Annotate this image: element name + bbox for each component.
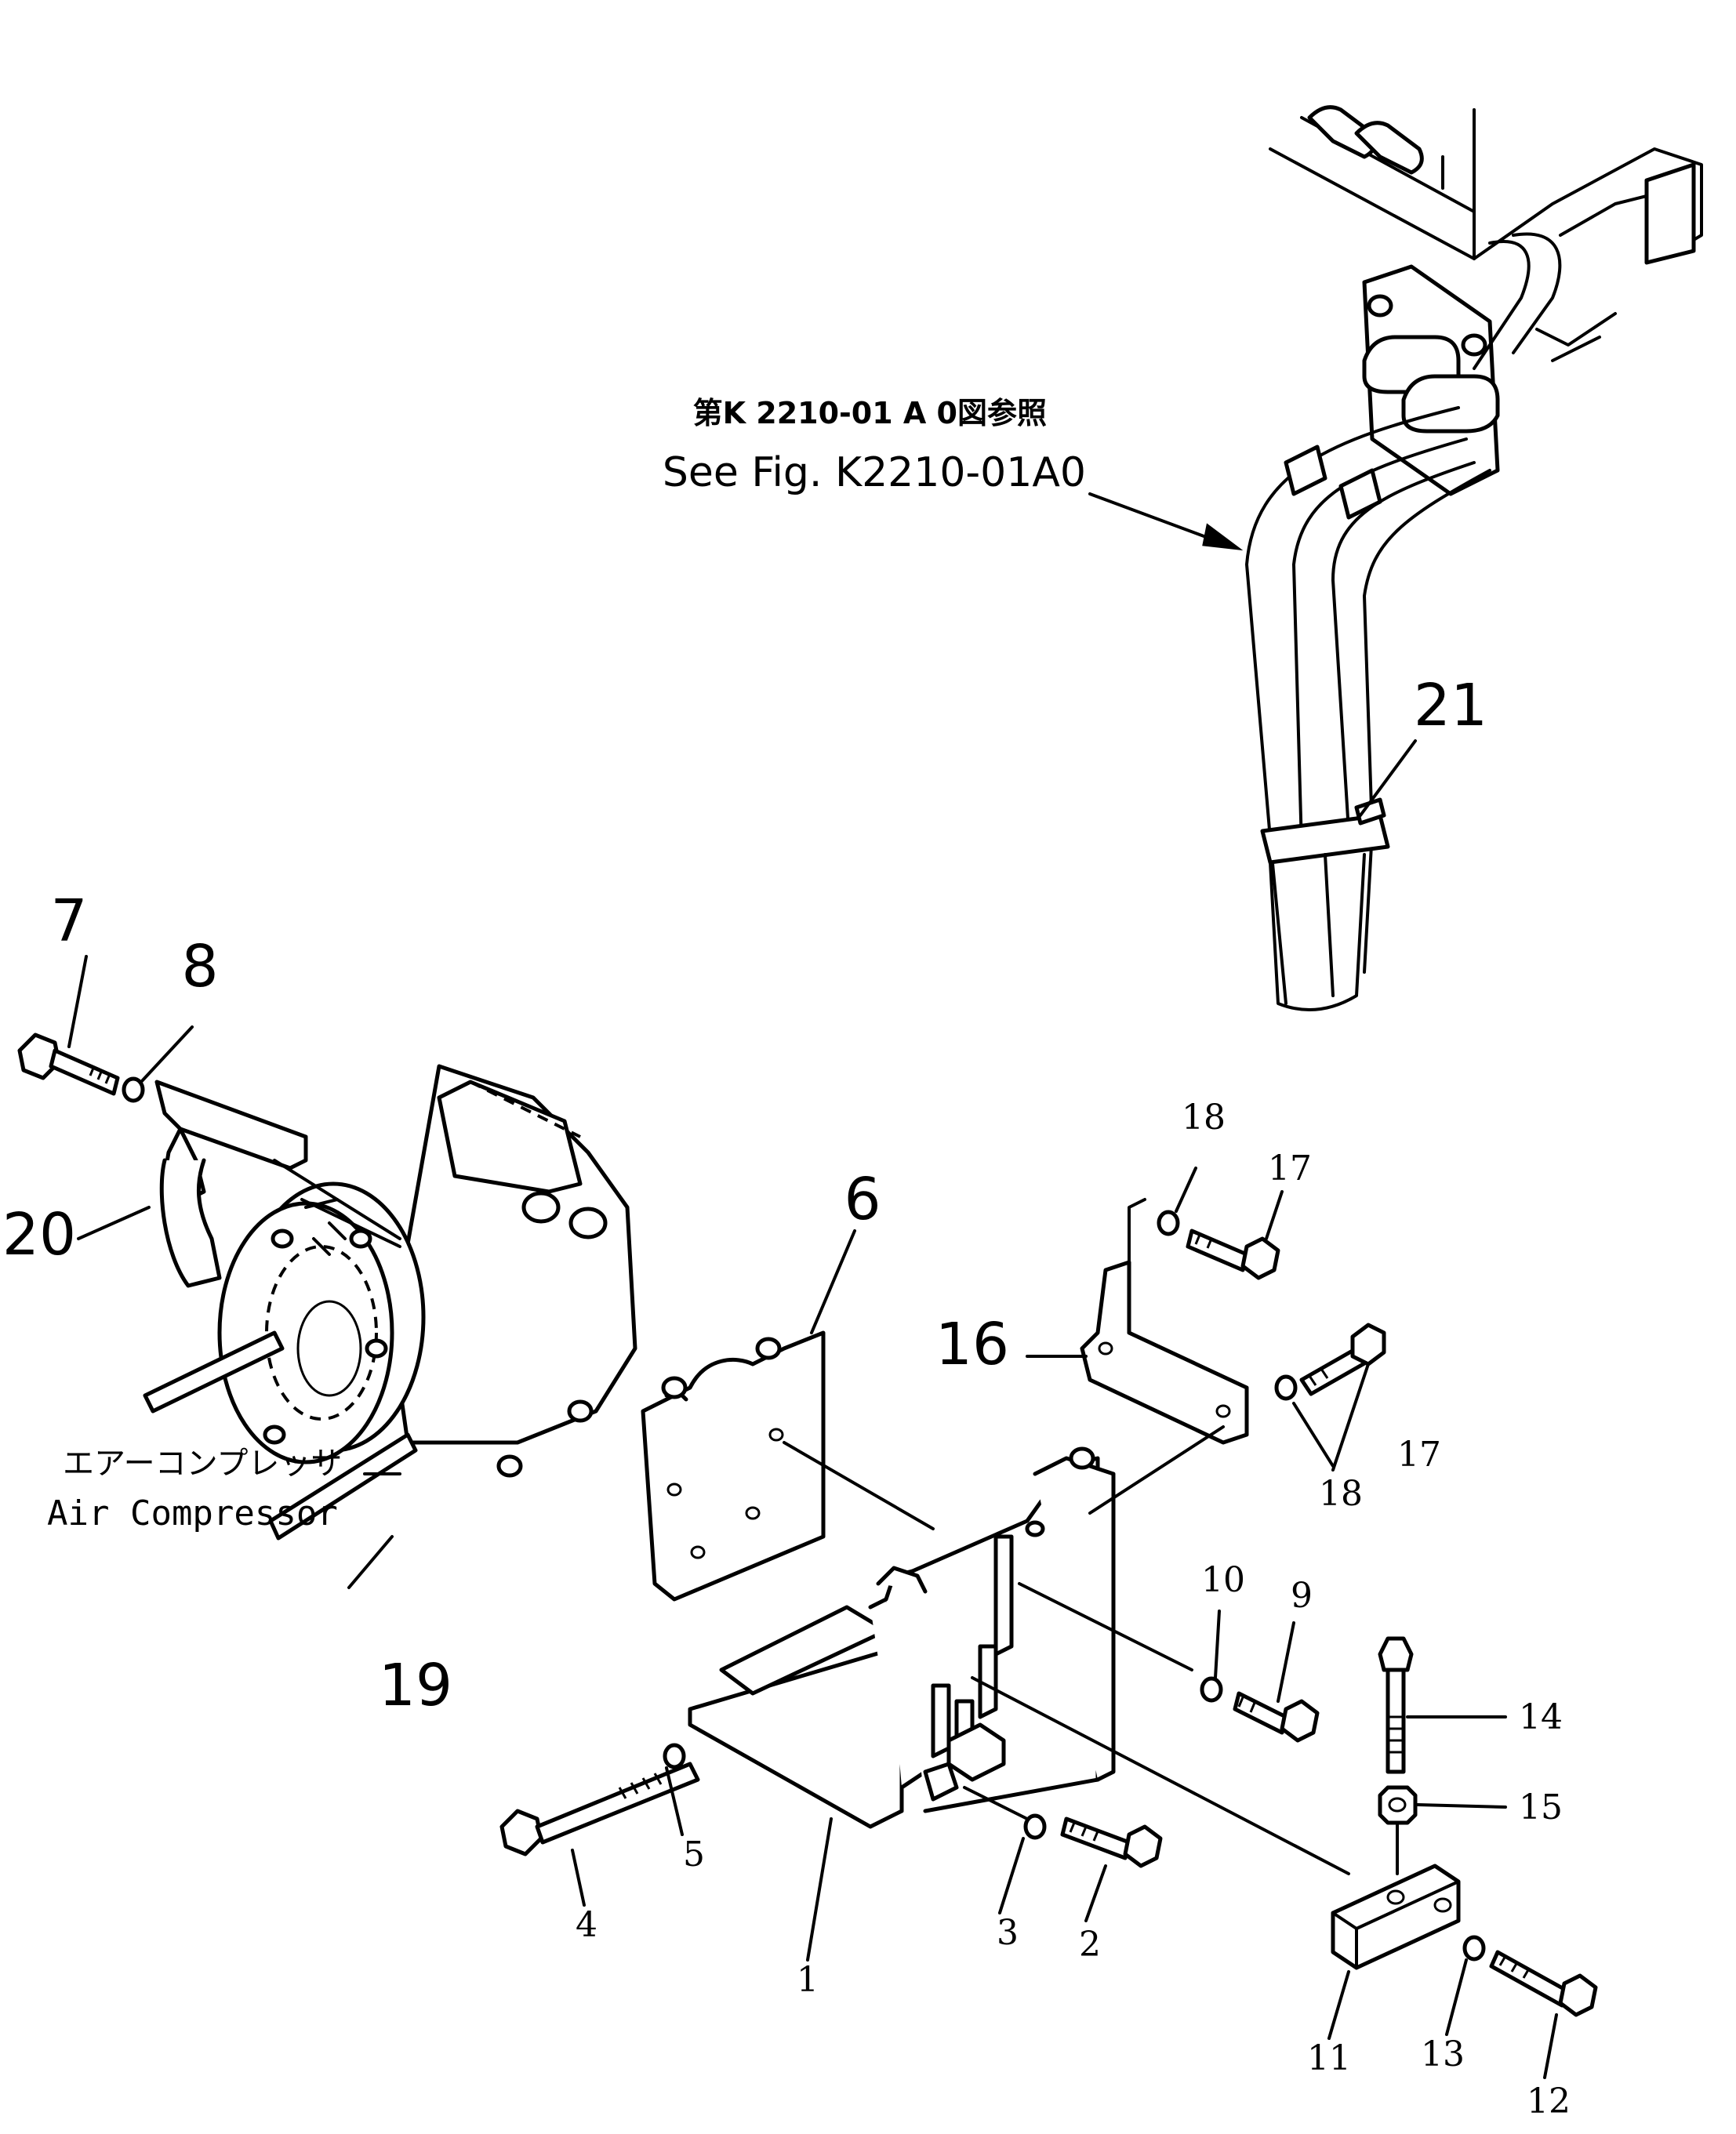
v-belt [143,1198,418,1541]
callout-14: 14 [1519,1697,1563,1737]
callout-7: 7 [50,887,87,955]
washer-10 [1200,1676,1223,1703]
stay-16 [1080,1198,1249,1515]
bolt-17-lower [1299,1323,1386,1396]
washer-8 [122,1076,145,1103]
component-label-en: Air Compressor [47,1493,338,1533]
bolt-2 [1060,1816,1163,1868]
washer-13 [1462,1935,1486,1962]
callout-19: 19 [379,1652,452,1719]
callout-13: 13 [1421,2034,1465,2074]
callout-11: 11 [1307,2038,1351,2078]
bolt-4 [499,1762,700,1856]
reference-jp: 第K 2210-01 A 0図参照 [693,396,1047,430]
air-compressor [217,1064,637,1478]
bolt-12 [1489,1950,1598,2017]
bracket-20 [154,1080,401,1288]
callout-10: 10 [1201,1560,1245,1600]
bolt-17-upper [1186,1229,1280,1280]
hose-bundle [1245,232,1617,1011]
callout-9: 9 [1291,1576,1313,1616]
hose-flange [1362,264,1500,496]
reference-arrow [1088,492,1244,551]
washer-3 [1023,1813,1047,1840]
washer-18-upper [1157,1210,1180,1236]
washer-5 [663,1743,686,1769]
callout-5: 5 [683,1835,705,1875]
callout-21: 21 [1414,672,1487,739]
bolt-7 [17,1033,120,1096]
bracket-1 [688,1446,1350,1875]
callout-1: 1 [797,1960,819,2000]
reference-en: See Fig. K2210-01A0 [663,449,1086,496]
callout-16: 16 [935,1311,1009,1378]
body-assembly [1269,105,1703,265]
callout-2: 2 [1079,1925,1101,1965]
callout-17-upper: 17 [1268,1149,1312,1189]
component-label-jp: エアーコンプレッサ [63,1446,342,1482]
bolt-9 [1233,1691,1320,1743]
callout-8: 8 [181,933,218,1000]
callout-15: 15 [1519,1787,1563,1827]
callout-3: 3 [997,1913,1019,1953]
callout-18-lower: 18 [1319,1474,1363,1514]
leader-lines [67,739,1558,2079]
callout-4: 4 [576,1905,597,1945]
washer-18-lower [1274,1374,1298,1401]
plate-6 [641,1330,935,1602]
callout-6: 6 [844,1166,881,1233]
callout-18-upper: 18 [1182,1098,1226,1138]
block-11 [1331,1864,1461,1970]
bolt-14 [1378,1636,1414,1774]
callout-17-lower: 17 [1397,1435,1441,1475]
callout-12: 12 [1527,2081,1571,2121]
nut-15 [1378,1785,1418,1875]
callout-20: 20 [2,1201,76,1268]
